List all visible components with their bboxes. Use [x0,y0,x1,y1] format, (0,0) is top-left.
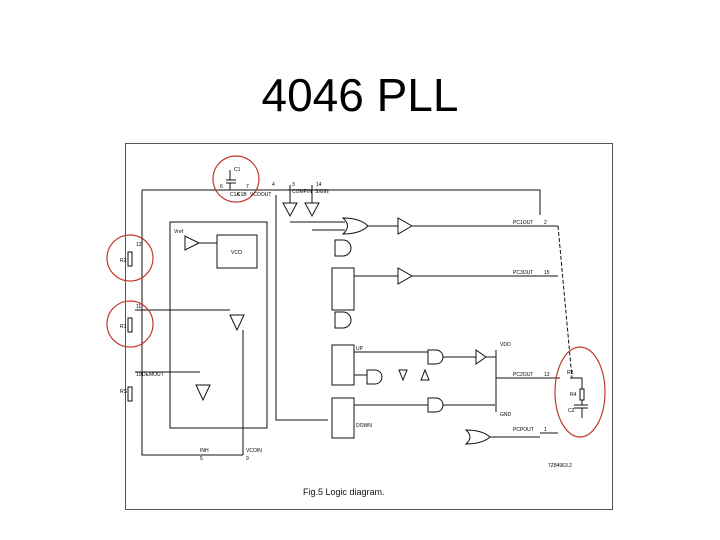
pc2-reset-and [366,369,383,385]
pc2-inverter-b [420,368,430,381]
r4-resistor [579,388,585,401]
pc2-inverter-a [398,369,408,382]
r1-label: R1 [120,324,127,330]
pin-9: 9 [246,456,249,462]
pin-2: 2 [544,220,547,226]
annotation-circle-c1 [212,155,260,203]
dem-out-label: DEMOUT [142,372,164,378]
gnd-label: GND [500,412,512,418]
annotation-circle-r2 [106,234,154,282]
pin-14: 14 [316,182,322,188]
left-bus-wire [141,190,243,456]
pc2-flipflop-up [331,344,355,386]
vco-in-label: VCOIN [246,448,262,454]
dem-buffer [195,384,211,402]
vdd-label: VDD [500,342,511,348]
rs-resistor [127,386,133,402]
sig-in-buffer [282,202,298,218]
pin-1: 1 [544,427,547,433]
pc2-down-nand [427,397,444,413]
pc3-buffer [397,267,414,285]
slide-title: 4046 PLL [261,69,459,121]
vco-in-buffer [229,314,245,332]
figure-code: 7Z84963.2 [548,463,572,469]
pc3-flipflop [331,267,355,311]
comp-in-buffer [304,202,320,218]
r1-resistor [127,317,133,333]
vco-block [216,234,258,269]
pc1-buffer [397,217,414,235]
up-label: UP [356,346,364,352]
vco-label: VCO [231,250,242,256]
vref-label: Vref [174,229,184,235]
pin-7: 7 [246,184,249,190]
vco-feedback-wire [275,195,328,421]
pcp-nor-gate [464,429,491,445]
c1-label: C1 [234,167,241,173]
pc3-and-gate-bottom [334,311,352,329]
top-bus-wire [142,189,541,215]
annotation-circle-loop-filter [554,346,606,438]
pin-4: 4 [272,182,275,188]
r2-label: R2 [120,258,127,264]
pc2-driver [475,349,487,365]
r4-label: R4 [570,392,577,398]
c1b-label: C1B [237,192,247,198]
vco-amp [184,235,201,251]
annotation-circle-r1 [106,300,154,348]
pc3-out-label: PC3OUT [513,270,533,276]
xor-gate [341,217,369,235]
inh-label: INH [200,448,209,454]
pcp-out-label: PCPOUT [513,427,534,433]
down-label: DOWN [356,423,372,429]
pc3-and-gate-top [334,239,352,257]
pin-11: 11 [136,304,141,310]
pin-15: 15 [544,270,550,276]
pc2-flipflop-down [331,397,355,439]
c1-capacitor [226,170,236,190]
c2-label: C2 [568,408,575,414]
pin-3: 3 [292,182,295,188]
pin-5: 5 [200,456,203,462]
pin-10: 10 [136,372,142,378]
c2-capacitor [574,404,588,409]
sig-in-label: SIGIN [315,189,329,195]
comp-in-label: COMPIN [292,189,312,195]
pin-13: 13 [544,372,550,378]
r2-resistor [127,251,133,267]
vco-out-label: VCOOUT [250,192,271,198]
figure-caption: Fig.5 Logic diagram. [303,487,385,497]
r3-label: R3 [567,370,574,376]
pin-12: 12 [136,242,142,248]
pin-6: 6 [220,184,223,190]
c1a-label: C1A [230,192,240,198]
pc1-out-label: PC1OUT [513,220,533,226]
pc2-up-nand [427,349,444,365]
rs-label: RS [120,389,128,395]
pc2-out-label: PC2OUT [513,372,533,378]
